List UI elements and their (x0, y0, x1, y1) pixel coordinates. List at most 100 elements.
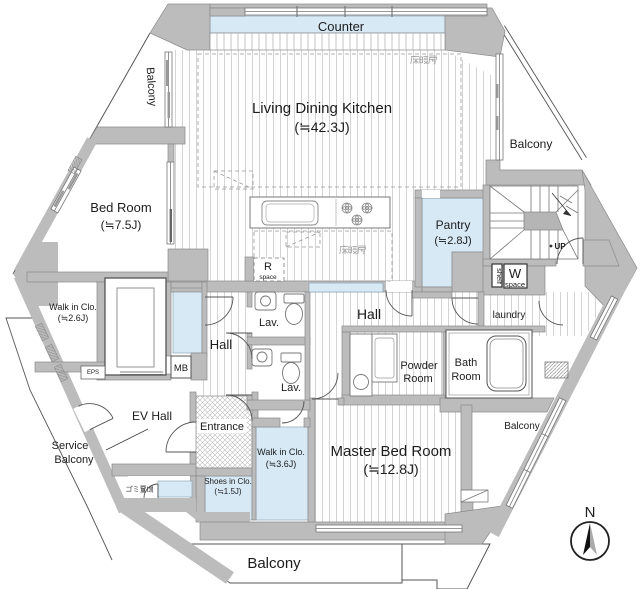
door-service-balcony-shape (78, 403, 114, 419)
walls-shape (111, 463, 197, 477)
balcony-bottom-right-area (401, 543, 491, 589)
elevator (104, 277, 167, 376)
balcony-small-railing-shape (541, 433, 549, 438)
door-laundry-shape (451, 297, 479, 325)
walls-shape (209, 3, 488, 9)
ldk-name-label: Living Dining Kitchen (252, 100, 392, 117)
doors (73, 237, 584, 499)
laundry-window-shape (593, 297, 615, 339)
entrance-label: Entrance (200, 421, 244, 433)
stove-burners-shape-shape (357, 218, 362, 222)
stove-burners-shape-shape (361, 202, 373, 214)
stove-burners-shape-shape (362, 206, 367, 210)
bath-unit (445, 329, 533, 399)
door-lav1 (225, 332, 253, 360)
walls-shape (451, 251, 486, 293)
lav-1-label: Lav. (259, 317, 279, 329)
kitchen-cabinets (209, 32, 446, 51)
master-bottom-window (315, 524, 463, 533)
powder-units (349, 333, 398, 397)
entrance-label-backing (197, 419, 247, 433)
powder-units-shape (374, 337, 395, 379)
stairs-shape (489, 185, 525, 213)
floors (27, 50, 609, 528)
service-1-label: Service (52, 440, 89, 452)
door-entrance-shape (165, 421, 197, 453)
walls-shape (246, 336, 311, 346)
stove-burners-shape-shape (355, 215, 359, 220)
stove-burners-shape (351, 214, 363, 226)
wic36-room (255, 426, 309, 521)
ldk-left-window-shape (166, 60, 169, 86)
walls-shape (422, 190, 440, 198)
stairs-shape (562, 229, 579, 260)
door-lav1-shape (225, 332, 253, 360)
shoes-name-label: Shoes in Clo. (204, 477, 252, 486)
top-window (244, 6, 488, 17)
stair-arrow-shape (563, 210, 571, 216)
walls-shape (118, 499, 234, 584)
lav-2-label: Lav. (281, 382, 301, 394)
walls-shape (195, 467, 253, 477)
corner-counter-shape (460, 489, 489, 503)
stove-burners-shape-shape (365, 203, 369, 208)
toilet-lav2-shape (282, 362, 300, 384)
door-service-balcony-shape (73, 403, 95, 433)
master-bedroom-floor (313, 405, 461, 528)
service-balcony-leader (105, 428, 149, 451)
door-wic36-shape (281, 400, 305, 424)
wic36-area-label: (≒3.6J) (266, 459, 297, 469)
garbage-box-front (157, 480, 193, 498)
eps-box (80, 365, 106, 380)
balconies-shape (504, 25, 587, 158)
balcony-small-label: Balcony (504, 421, 540, 432)
toilet-lav1 (283, 293, 305, 325)
walls-shape (201, 281, 208, 357)
pipe-space (544, 361, 569, 379)
shelf-label: shelf (495, 268, 504, 285)
toilet-lav2 (280, 352, 302, 384)
walls-shape (251, 417, 281, 428)
compass-needle-light (590, 523, 597, 555)
powder-1-label: Powder (400, 360, 438, 372)
stove-burners-shape-shape (352, 218, 357, 222)
walls-shape (337, 397, 345, 406)
basin-lav2 (251, 348, 273, 367)
door-stairs-shape (556, 237, 584, 265)
dashed-marks (197, 53, 462, 282)
door-hall-ldk (385, 289, 413, 317)
walls-shape (86, 126, 186, 145)
r-space-sub-label: space (259, 274, 277, 281)
walls-shape (165, 281, 172, 357)
stair-arrow (551, 192, 572, 217)
dashed-box-2 (285, 231, 321, 248)
service-balcony-area (5, 317, 113, 561)
bedroom-partition-window-shape (169, 209, 172, 242)
hall-left-label: Hall (210, 337, 233, 352)
ldk-left-window (164, 51, 173, 128)
walls-shape (303, 417, 311, 428)
compass-needle-dark (583, 523, 590, 555)
walls-shape (120, 498, 196, 512)
compass (570, 521, 610, 561)
ldk-right-window (495, 53, 504, 161)
walls-shape (386, 281, 412, 292)
wic36-name-label: Walk in Clo. (257, 447, 305, 457)
up-dot (549, 244, 553, 248)
door-service-balcony-shape (89, 417, 114, 431)
hall-closet (172, 289, 203, 354)
hall-center-floor (305, 292, 480, 405)
walls-shape (149, 3, 211, 51)
bath-2-label: Room (451, 371, 480, 383)
door-hall-ldk-shape (385, 289, 413, 317)
dashed-box-2-shape (285, 231, 321, 248)
mb-box (170, 355, 192, 379)
stairs-shape (565, 205, 579, 214)
bedroom-window-shape (53, 190, 65, 208)
stair-landing (523, 211, 564, 231)
eps-label: EPS (87, 370, 99, 376)
bedroom-window-shape (67, 172, 79, 190)
laundry-floor (480, 292, 609, 336)
dashed-box-1 (213, 170, 254, 190)
